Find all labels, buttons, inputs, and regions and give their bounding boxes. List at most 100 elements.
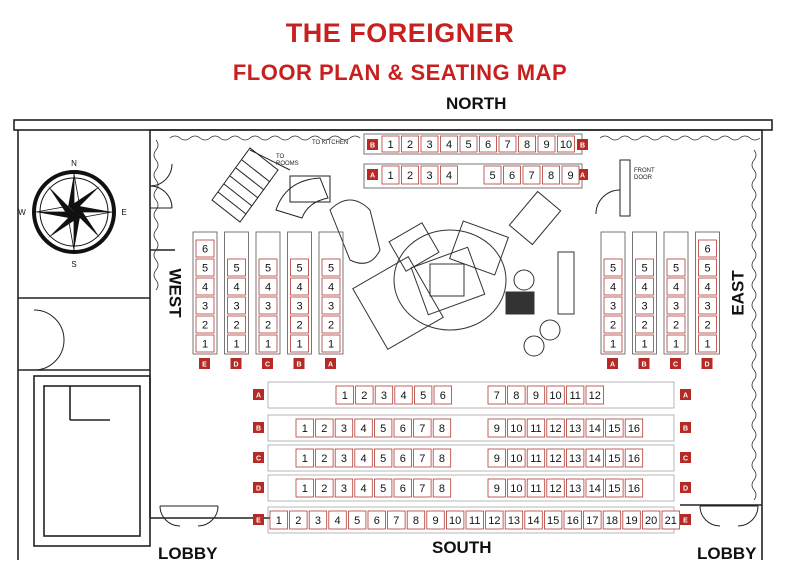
east-section-seat[interactable]: 3 [666,296,686,315]
west-section-seat[interactable]: 1 [321,334,341,353]
west-section-seat[interactable]: 6 [195,239,215,258]
east-section-seat[interactable]: 1 [603,334,623,353]
south-row-b-seat[interactable]: 12 [546,418,565,438]
south-row-a-seat[interactable]: 4 [394,385,413,405]
west-section-seat[interactable]: 5 [227,258,246,277]
south-row-b-seat[interactable]: 15 [605,418,624,438]
east-section-seat[interactable]: 3 [635,296,654,315]
south-row-c-seat[interactable]: 16 [624,448,644,468]
north-row-b-seat[interactable]: 1 [381,135,400,153]
south-row-d-seat[interactable]: 7 [413,478,432,498]
south-row-e-seat[interactable]: 2 [289,510,308,530]
south-row-d-seat[interactable]: 8 [432,478,452,498]
south-row-d-seat[interactable]: 2 [315,478,334,498]
south-row-a-seat[interactable]: 6 [433,385,452,405]
south-row-e-seat[interactable]: 18 [602,510,622,530]
south-row-e-seat[interactable]: 16 [563,510,582,530]
south-row-a-seat[interactable]: 12 [585,385,604,405]
south-row-a-seat[interactable]: 7 [487,385,506,405]
south-row-b-seat[interactable]: 13 [566,418,585,438]
south-row-e-seat[interactable]: 4 [328,510,347,530]
east-section-seat[interactable]: 5 [698,258,717,277]
west-section-seat[interactable]: 1 [195,334,215,353]
west-section-seat[interactable]: 2 [258,315,278,334]
north-row-a-seat[interactable]: 9 [561,165,580,185]
east-section-seat[interactable]: 5 [635,258,654,277]
south-row-b-seat[interactable]: 5 [373,418,393,438]
east-section-seat[interactable]: 2 [698,315,717,334]
south-row-e-seat[interactable]: 19 [622,510,641,530]
south-row-c-seat[interactable]: 7 [413,448,432,468]
south-row-b-seat[interactable]: 8 [432,418,452,438]
north-row-b-seat[interactable]: 8 [518,135,536,153]
west-section-seat[interactable]: 4 [195,277,215,296]
south-row-c-seat[interactable]: 11 [526,448,546,468]
south-row-e-seat[interactable]: 9 [426,510,445,530]
south-row-d-seat[interactable]: 16 [624,478,644,498]
west-section-seat[interactable]: 5 [258,258,278,277]
north-row-a-seat[interactable]: 3 [420,165,439,185]
north-row-b-seat[interactable]: 3 [420,135,439,153]
west-section-seat[interactable]: 3 [195,296,215,315]
north-row-b-seat[interactable]: 10 [557,135,575,153]
south-row-c-seat[interactable]: 2 [315,448,334,468]
west-section-seat[interactable]: 1 [227,334,246,353]
south-row-e-seat[interactable]: 11 [465,510,484,530]
south-row-d-seat[interactable]: 13 [566,478,585,498]
north-row-a-seat[interactable]: 4 [440,165,458,185]
east-section-seat[interactable]: 1 [698,334,717,353]
east-section-seat[interactable]: 2 [635,315,654,334]
west-section-seat[interactable]: 3 [227,296,246,315]
south-row-a-seat[interactable]: 1 [335,385,354,405]
south-row-d-seat[interactable]: 1 [295,478,314,498]
west-section-seat[interactable]: 2 [290,315,309,334]
south-row-e-seat[interactable]: 10 [445,510,465,530]
south-row-b-seat[interactable]: 7 [413,418,432,438]
west-section-seat[interactable]: 2 [195,315,215,334]
south-row-d-seat[interactable]: 10 [507,478,526,498]
east-section-seat[interactable]: 4 [698,277,717,296]
south-row-e-seat[interactable]: 7 [387,510,406,530]
east-section-seat[interactable]: 1 [635,334,654,353]
south-row-e-seat[interactable]: 6 [367,510,386,530]
south-row-c-seat[interactable]: 12 [546,448,565,468]
north-row-b-seat[interactable]: 6 [479,135,497,153]
south-row-d-seat[interactable]: 5 [373,478,393,498]
west-section-seat[interactable]: 5 [195,258,215,277]
east-section-seat[interactable]: 5 [603,258,623,277]
east-section-seat[interactable]: 2 [666,315,686,334]
south-row-c-seat[interactable]: 1 [295,448,314,468]
east-section-seat[interactable]: 3 [603,296,623,315]
east-section-seat[interactable]: 5 [666,258,686,277]
south-row-e-seat[interactable]: 12 [485,510,504,530]
south-row-b-seat[interactable]: 2 [315,418,334,438]
south-row-d-seat[interactable]: 14 [585,478,604,498]
west-section-seat[interactable]: 4 [290,277,309,296]
south-row-b-seat[interactable]: 16 [624,418,644,438]
west-section-seat[interactable]: 1 [290,334,309,353]
west-section-seat[interactable]: 3 [321,296,341,315]
south-row-e-seat[interactable]: 15 [544,510,563,530]
south-row-b-seat[interactable]: 9 [487,418,506,438]
south-row-a-seat[interactable]: 9 [526,385,546,405]
south-row-d-seat[interactable]: 4 [354,478,373,498]
south-row-d-seat[interactable]: 6 [393,478,412,498]
south-row-c-seat[interactable]: 8 [432,448,452,468]
south-row-b-seat[interactable]: 6 [393,418,412,438]
south-row-a-seat[interactable]: 11 [566,385,585,405]
west-section-seat[interactable]: 3 [290,296,309,315]
west-section-seat[interactable]: 5 [321,258,341,277]
south-row-b-seat[interactable]: 1 [295,418,314,438]
east-section-seat[interactable]: 1 [666,334,686,353]
south-row-b-seat[interactable]: 3 [334,418,354,438]
west-section-seat[interactable]: 1 [258,334,278,353]
west-section-seat[interactable]: 4 [258,277,278,296]
south-row-c-seat[interactable]: 9 [487,448,506,468]
south-row-c-seat[interactable]: 13 [566,448,585,468]
west-section-seat[interactable]: 3 [258,296,278,315]
south-row-e-seat[interactable]: 13 [504,510,524,530]
south-row-e-seat[interactable]: 5 [347,510,367,530]
south-row-e-seat[interactable]: 1 [269,510,288,530]
south-row-a-seat[interactable]: 2 [355,385,374,405]
south-row-b-seat[interactable]: 14 [585,418,604,438]
